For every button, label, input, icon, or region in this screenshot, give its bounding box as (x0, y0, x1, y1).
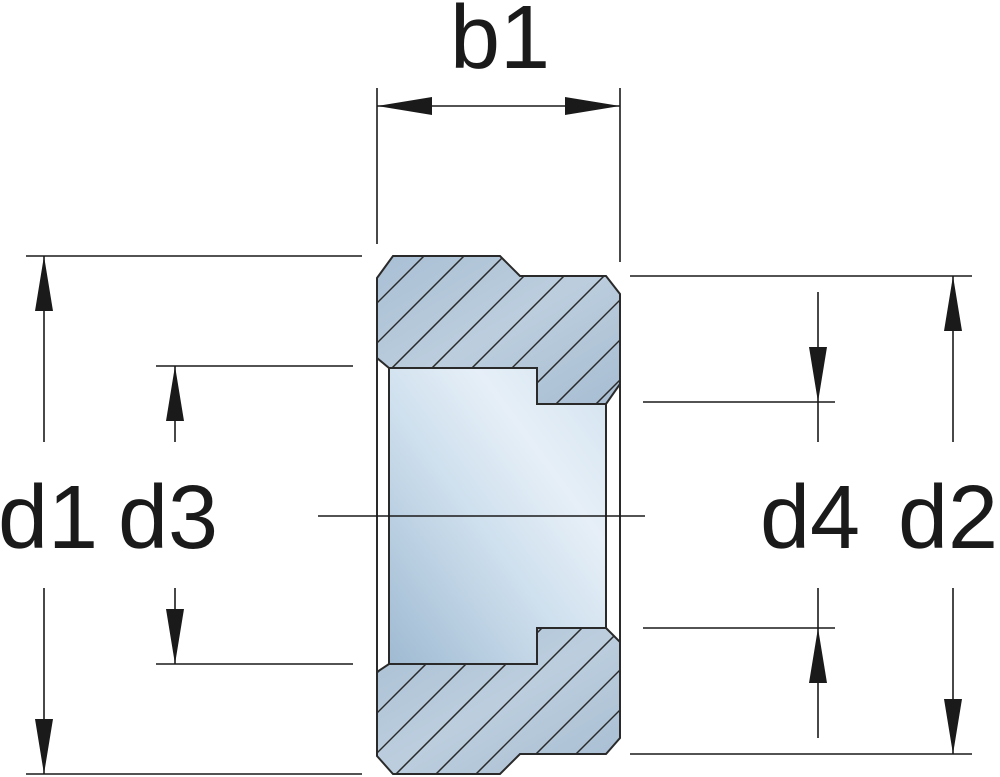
dimension-d3 (156, 365, 353, 665)
label-b1: b1 (450, 0, 550, 88)
dimension-b1 (376, 88, 621, 262)
label-d4: d4 (760, 468, 860, 568)
dimension-d2 (630, 275, 972, 755)
dimension-d4 (643, 292, 835, 738)
label-d3: d3 (118, 468, 218, 568)
dimension-d1 (26, 255, 362, 775)
label-d1: d1 (0, 468, 98, 568)
label-d2: d2 (898, 468, 998, 568)
